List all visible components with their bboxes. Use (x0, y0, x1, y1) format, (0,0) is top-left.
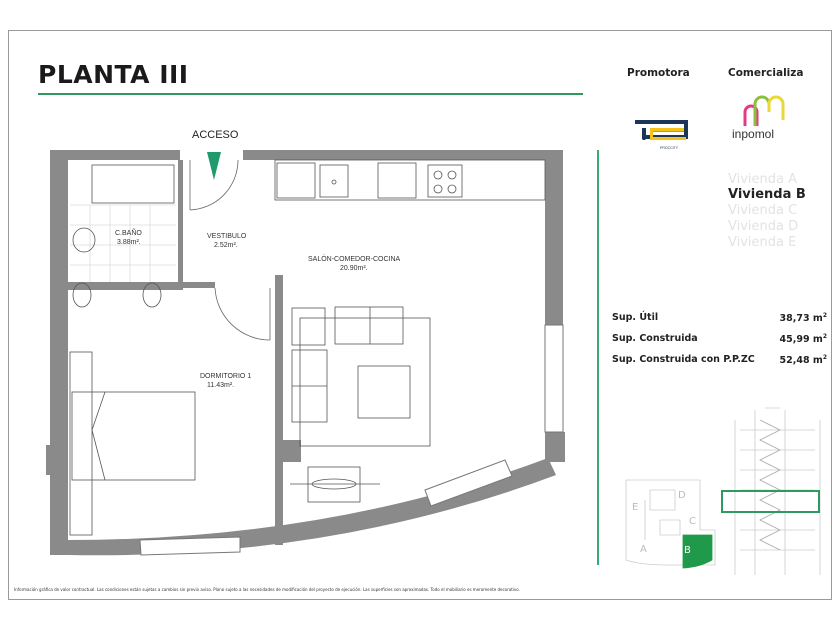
windows (139, 324, 564, 556)
surface-value: 52,48 m (779, 355, 823, 367)
comercializa-logo-text: inpomol (732, 127, 774, 141)
access-label: ACCESO (192, 129, 239, 141)
title-divider (38, 93, 583, 95)
keyplan-unit-c: C (689, 516, 696, 527)
surface-row: Sup. Útil 38,73 m2 (612, 312, 827, 324)
vivienda-c[interactable]: Vivienda C (728, 203, 798, 218)
unit-exponent: 2 (822, 333, 827, 340)
surface-value: 45,99 m (779, 334, 823, 346)
promotora-logo-text: PROCCITY (660, 146, 679, 150)
keyplan-unit-d: D (678, 490, 686, 501)
walls (46, 150, 565, 556)
surface-label: Sup. Útil (612, 312, 659, 323)
keyplan-unit-e: E (632, 502, 638, 513)
room-area: 20.90m². (340, 265, 368, 272)
surface-row: Sup. Construida 45,99 m2 (612, 333, 827, 345)
page-title: PLANTA III (38, 60, 189, 89)
vivienda-e[interactable]: Vivienda E (728, 235, 797, 250)
surface-label: Sup. Construida con P.P.ZC (612, 354, 755, 365)
unit-exponent: 2 (822, 354, 827, 361)
room-name: C.BAÑO (115, 228, 142, 237)
promotora-label: Promotora (627, 67, 690, 79)
comercializa-label: Comercializa (728, 67, 804, 79)
surface-row: Sup. Construida con P.P.ZC 52,48 m2 (612, 354, 827, 366)
key-plan: D E C A B (625, 479, 716, 569)
room-name: VESTIBULO (207, 233, 247, 240)
access-arrow-icon (207, 152, 221, 180)
disclaimer: Información gráfica de valor contractual… (14, 587, 520, 592)
furniture (69, 159, 546, 536)
entry-door[interactable] (189, 159, 239, 211)
bedroom-door[interactable] (214, 287, 271, 341)
vivienda-b[interactable]: Vivienda B (728, 187, 806, 202)
room-area: 3.88m². (117, 239, 141, 246)
panel-divider (597, 150, 599, 565)
vivienda-d[interactable]: Vivienda D (728, 219, 799, 234)
promotora-logo: PROCCITY (635, 120, 688, 150)
keyplan-unit-a: A (640, 544, 647, 555)
room-area: 2.52m². (214, 242, 238, 249)
vivienda-a[interactable]: Vivienda A (728, 172, 798, 187)
keyplan-unit-b: B (684, 545, 691, 556)
surface-label: Sup. Construida (612, 333, 698, 344)
room-name: SALÓN-COMEDOR-COCINA (308, 254, 401, 263)
room-name: DORMITORIO 1 (200, 373, 251, 380)
building-section (721, 407, 821, 575)
room-area: 11.43m². (207, 382, 234, 389)
room-labels: C.BAÑO 3.88m². VESTIBULO 2.52m². SALÓN-C… (115, 228, 401, 389)
surface-value: 38,73 m (779, 313, 823, 325)
page-frame (8, 30, 832, 600)
unit-exponent: 2 (822, 312, 827, 319)
comercializa-logo: inpomol (732, 95, 785, 141)
